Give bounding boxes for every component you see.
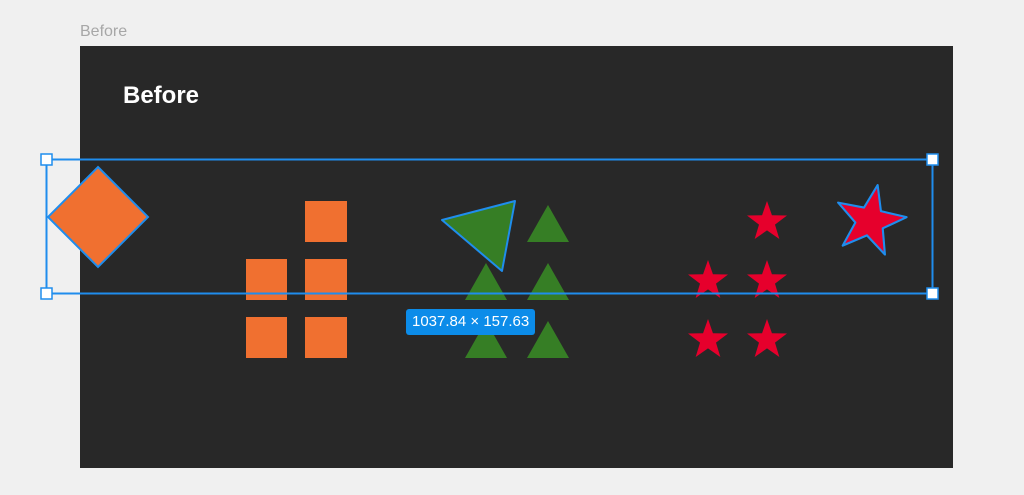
red-stars-group[interactable] <box>688 201 787 357</box>
orange-square[interactable] <box>305 317 347 358</box>
rotated-triangle-shape[interactable] <box>441 200 516 272</box>
frame-name-label[interactable]: Before <box>80 23 128 40</box>
rotated-star-shape[interactable] <box>828 176 913 259</box>
red-star[interactable] <box>747 201 787 239</box>
resize-handle-bottom-right[interactable] <box>926 287 939 300</box>
frame-before[interactable] <box>80 46 953 468</box>
red-star[interactable] <box>747 319 787 357</box>
green-triangle[interactable] <box>527 205 569 242</box>
red-star[interactable] <box>747 260 787 298</box>
diamond-outline <box>46 165 150 269</box>
selection-dimensions-badge: 1037.84 × 157.63 <box>406 309 536 335</box>
red-star[interactable] <box>688 260 728 298</box>
selection-bounding-box[interactable] <box>45 158 934 295</box>
frame-title-text[interactable]: Before <box>123 82 200 109</box>
orange-square[interactable] <box>246 317 287 358</box>
resize-handle-top-right[interactable] <box>926 153 939 166</box>
orange-squares-group[interactable] <box>246 201 347 358</box>
orange-square[interactable] <box>305 201 347 242</box>
red-star[interactable] <box>688 319 728 357</box>
resize-handle-bottom-left[interactable] <box>40 287 53 300</box>
resize-handle-top-left[interactable] <box>40 153 53 166</box>
